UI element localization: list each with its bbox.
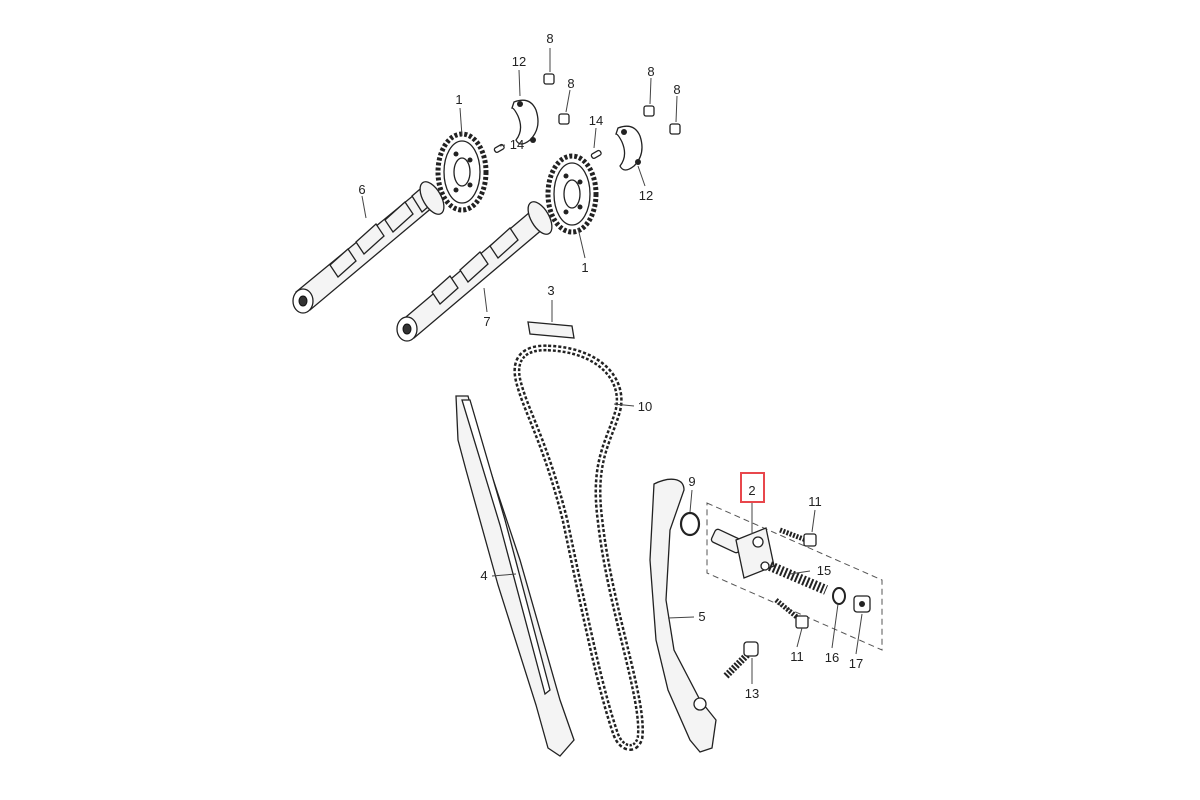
dowel-pin-14-b[interactable] (590, 149, 602, 160)
callout-1[interactable]: 1 (455, 92, 462, 107)
callout-6[interactable]: 6 (358, 182, 365, 197)
bolt-8-d[interactable] (669, 123, 681, 135)
callout-16[interactable]: 16 (825, 650, 839, 665)
sprocket-left[interactable] (435, 131, 489, 213)
callout-12[interactable]: 12 (512, 54, 526, 69)
callout-7[interactable]: 7 (483, 314, 490, 329)
timing-chain[interactable] (513, 344, 644, 751)
callout-11[interactable]: 11 (790, 649, 804, 664)
tensioner-cap-bolt[interactable] (853, 595, 871, 613)
cam-chain-tensioner[interactable] (710, 527, 775, 579)
pivot-bolt[interactable] (723, 641, 759, 679)
o-ring[interactable] (679, 511, 701, 537)
bolt-8-b[interactable] (558, 113, 570, 125)
callout-13[interactable]: 13 (745, 686, 759, 701)
callout-labels: 1 1 2 3 4 5 6 7 8 8 8 8 9 10 11 11 12 12… (358, 31, 863, 701)
callout-8[interactable]: 8 (546, 31, 553, 46)
callout-8[interactable]: 8 (647, 64, 654, 79)
sealing-washer[interactable] (832, 587, 846, 605)
tensioner-assembly-outline (706, 502, 883, 651)
bolt-8-a[interactable] (543, 73, 555, 85)
bolt-11-lower[interactable] (774, 598, 809, 629)
callout-14[interactable]: 14 (510, 137, 524, 152)
callout-4[interactable]: 4 (480, 568, 487, 583)
callout-11[interactable]: 11 (808, 494, 822, 509)
callout-10[interactable]: 10 (638, 399, 652, 414)
dowel-pin-14-a[interactable] (493, 143, 505, 154)
camshaft-left[interactable] (292, 178, 449, 314)
callout-15[interactable]: 15 (817, 563, 831, 578)
chain-guide-fixed[interactable] (455, 395, 575, 757)
chain-guide-top[interactable] (527, 321, 575, 339)
callout-1[interactable]: 1 (581, 260, 588, 275)
retainer-plate-left[interactable] (511, 99, 539, 145)
callout-14[interactable]: 14 (589, 113, 603, 128)
camshaft-right[interactable] (396, 198, 557, 342)
callout-5[interactable]: 5 (698, 609, 705, 624)
callout-17[interactable]: 17 (849, 656, 863, 671)
retainer-plate-right[interactable] (615, 125, 643, 171)
leader-lines (361, 48, 863, 684)
callout-2[interactable]: 2 (748, 483, 755, 498)
sprocket-right[interactable] (545, 153, 599, 235)
callout-12[interactable]: 12 (639, 188, 653, 203)
callout-8[interactable]: 8 (567, 76, 574, 91)
bolt-8-c[interactable] (643, 105, 655, 117)
callout-9[interactable]: 9 (688, 474, 695, 489)
tensioner-arm[interactable] (649, 478, 717, 753)
bolt-11-upper[interactable] (779, 527, 817, 547)
callout-8[interactable]: 8 (673, 82, 680, 97)
highlight-box (740, 472, 765, 503)
callout-3[interactable]: 3 (547, 283, 554, 298)
